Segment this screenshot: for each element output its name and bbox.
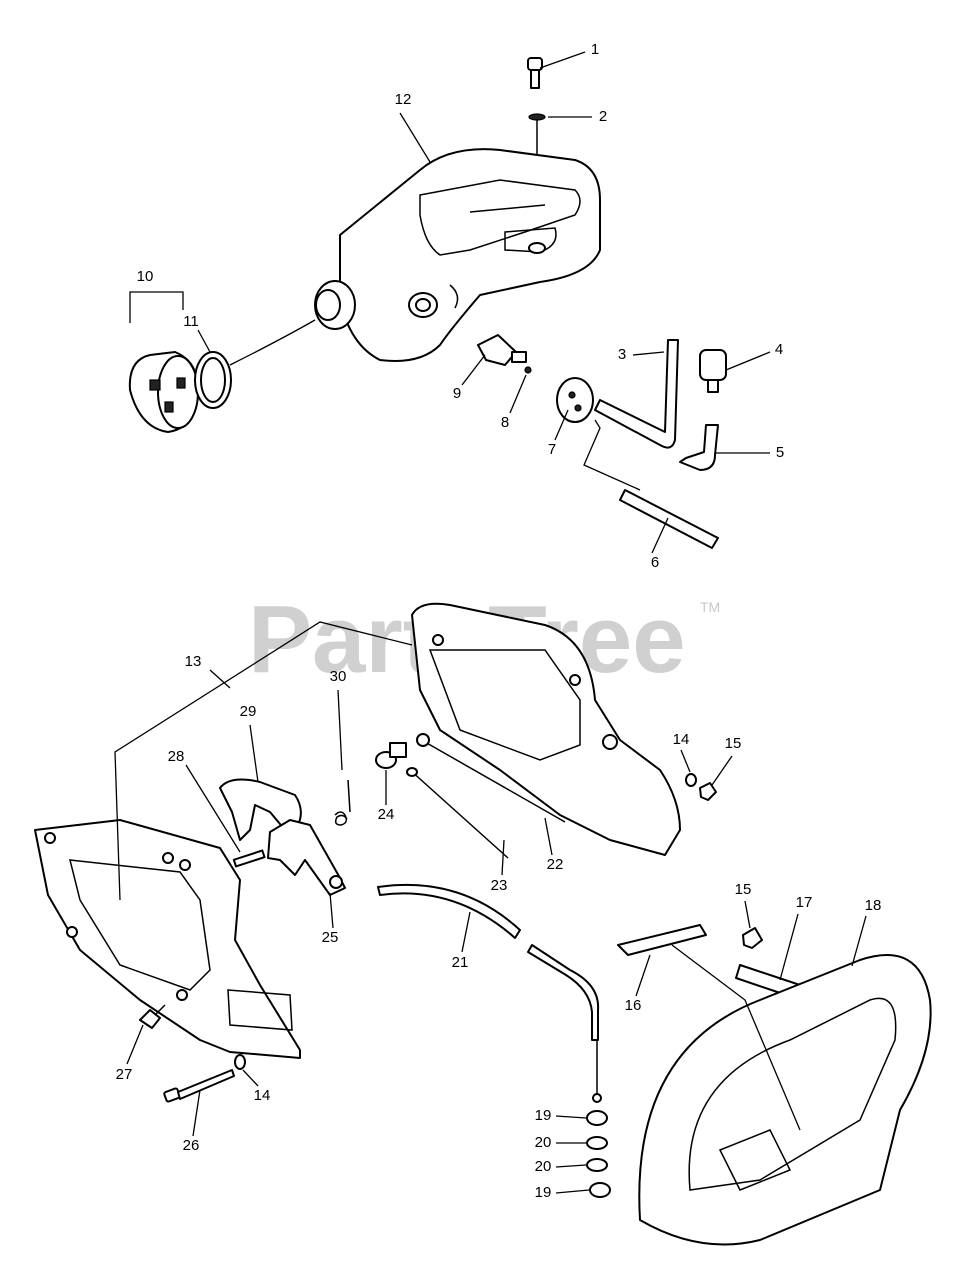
callout-c9: 9 bbox=[453, 385, 461, 402]
part-11-o-ring bbox=[194, 351, 232, 409]
callout-c29: 29 bbox=[240, 703, 257, 720]
part-24-switch bbox=[375, 742, 407, 769]
part-13-right-housing bbox=[411, 602, 681, 856]
callout-c1: 1 bbox=[591, 41, 599, 58]
watermark-trademark: TM bbox=[700, 599, 720, 615]
part-cable-assembly bbox=[527, 944, 602, 1103]
callout-c5: 5 bbox=[776, 444, 784, 461]
callout-c6: 6 bbox=[651, 554, 659, 571]
part-1-bolt bbox=[527, 57, 543, 89]
part-21-throttle-cable bbox=[377, 883, 521, 939]
callout-c19a: 19 bbox=[535, 1107, 552, 1124]
callout-c10: 10 bbox=[137, 268, 154, 285]
part-10-fuel-cap bbox=[128, 351, 200, 433]
part-25-trigger bbox=[267, 819, 346, 896]
part-5-elbow-line bbox=[679, 424, 719, 471]
part-15-nut-lower bbox=[742, 927, 763, 949]
callout-c27: 27 bbox=[116, 1066, 133, 1083]
part-13-left-housing bbox=[34, 819, 301, 1059]
callout-c20a: 20 bbox=[535, 1134, 552, 1151]
callout-c11: 11 bbox=[183, 313, 199, 330]
part-26-long-screw bbox=[163, 1069, 235, 1103]
part-19-nut-lower bbox=[589, 1182, 611, 1198]
callout-c30: 30 bbox=[330, 668, 347, 685]
callout-c20b: 20 bbox=[535, 1158, 552, 1175]
part-14-washer-lower bbox=[234, 1054, 246, 1070]
part-6-line bbox=[619, 489, 719, 549]
callout-c21: 21 bbox=[452, 954, 469, 971]
callout-c2: 2 bbox=[599, 108, 607, 125]
part-7-grommet bbox=[556, 377, 594, 423]
part-14-washer-upper bbox=[685, 773, 697, 787]
part-12-fuel-tank bbox=[314, 148, 601, 362]
callout-c4: 4 bbox=[775, 341, 783, 358]
callout-c28: 28 bbox=[168, 748, 185, 765]
part-27-screw bbox=[139, 1004, 166, 1029]
leader-lines bbox=[114, 51, 867, 1194]
part-8-spring bbox=[524, 366, 532, 374]
callout-c24: 24 bbox=[378, 806, 395, 823]
callout-c3: 3 bbox=[618, 346, 626, 363]
callout-c18: 18 bbox=[865, 897, 882, 914]
callout-c26: 26 bbox=[183, 1137, 200, 1154]
callout-c17: 17 bbox=[796, 894, 813, 911]
callout-c19b: 19 bbox=[535, 1184, 552, 1201]
callout-c14a: 14 bbox=[673, 731, 690, 748]
part-30-spring bbox=[334, 779, 351, 826]
part-29-lever bbox=[219, 778, 302, 841]
part-28-pin bbox=[232, 849, 266, 868]
callout-c23: 23 bbox=[491, 877, 508, 894]
part-3-fuel-line bbox=[594, 339, 679, 449]
part-22-ground-wire bbox=[416, 733, 566, 823]
callout-c14b: 14 bbox=[254, 1087, 271, 1104]
part-4-fuel-filter bbox=[699, 349, 727, 393]
callout-c15b: 15 bbox=[735, 881, 752, 898]
part-23-wire bbox=[406, 767, 509, 859]
part-20-washer-upper bbox=[586, 1136, 608, 1150]
callout-c16: 16 bbox=[625, 997, 642, 1014]
part-18-front-handle bbox=[638, 954, 932, 1246]
part-9-pickup-body bbox=[477, 334, 527, 366]
callout-c13: 13 bbox=[185, 653, 202, 670]
callout-c8: 8 bbox=[501, 414, 509, 431]
callout-c22: 22 bbox=[547, 856, 564, 873]
part-15-nut-upper bbox=[699, 782, 717, 801]
callout-c12: 12 bbox=[395, 91, 412, 108]
part-19-nut-upper bbox=[586, 1110, 608, 1126]
part-16-label bbox=[617, 924, 707, 956]
callout-c25: 25 bbox=[322, 929, 339, 946]
callout-c7: 7 bbox=[548, 441, 556, 458]
callout-c15a: 15 bbox=[725, 735, 742, 752]
part-20-washer-lower bbox=[586, 1158, 608, 1172]
